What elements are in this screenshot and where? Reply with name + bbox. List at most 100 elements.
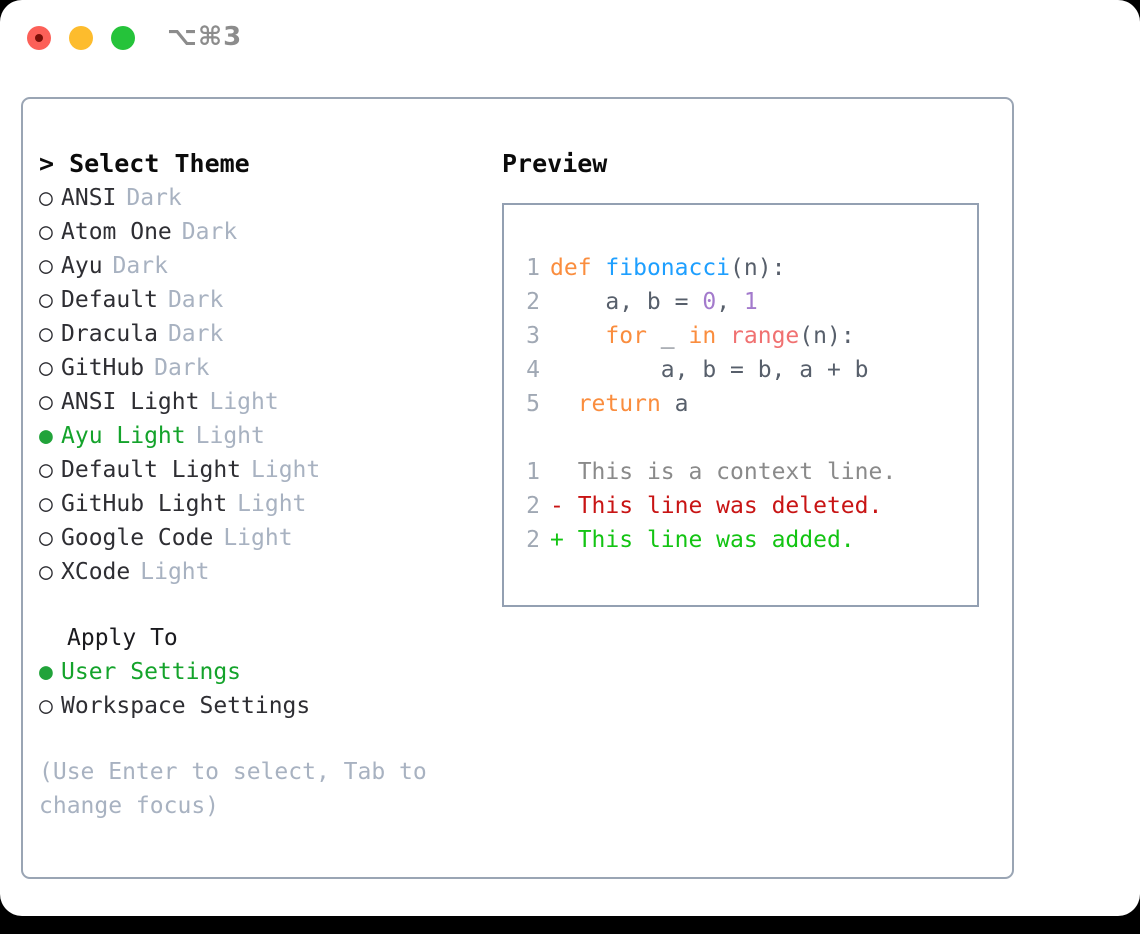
theme-option-variant-tag: Dark: [167, 321, 224, 347]
diff-line-content: This is a context line.: [563, 459, 897, 485]
radio-unselected-icon: ○: [39, 355, 53, 381]
theme-option-variant-tag: Dark: [112, 253, 168, 279]
radio-unselected-icon: ○: [39, 559, 53, 585]
code-token-fn: fibonacci: [605, 255, 731, 281]
minimize-button-icon[interactable]: [69, 26, 93, 50]
select-theme-heading: > Select Theme: [39, 149, 250, 178]
apply-to-option-user-settings[interactable]: ●User Settings: [39, 655, 489, 689]
theme-option-label: GitHub Light: [61, 491, 228, 517]
code-token-plain: ,: [716, 289, 744, 315]
title-bar: ⌥⌘3: [0, 0, 1140, 78]
keyboard-shortcut-label: ⌥⌘3: [167, 22, 243, 52]
code-line-content: a, b = 0, 1: [550, 285, 758, 319]
theme-option-label: Ayu: [61, 253, 103, 279]
theme-option-label: Default Light: [61, 457, 242, 483]
apply-to-option-workspace-settings[interactable]: ○Workspace Settings: [39, 689, 489, 723]
diff-line-number: 1: [526, 459, 540, 485]
close-button-icon[interactable]: [27, 26, 51, 50]
radio-unselected-icon: ○: [39, 457, 53, 483]
theme-option-label: GitHub: [61, 355, 145, 381]
code-line-number: 4: [526, 357, 540, 383]
theme-option-variant-tag: Dark: [126, 185, 182, 211]
theme-option-variant-tag: Dark: [167, 287, 224, 313]
theme-option-label: Dracula: [61, 321, 158, 347]
apply-to-option-list[interactable]: ●User Settings○Workspace Settings: [39, 655, 489, 723]
diff-line: 2- This line was deleted.: [504, 489, 977, 523]
theme-option-default-light[interactable]: ○ Default Light Light: [39, 453, 489, 487]
theme-option-label: Ayu Light: [61, 423, 186, 449]
code-line-content: return a: [550, 387, 689, 421]
code-line-content: a, b = b, a + b: [550, 353, 869, 387]
code-token-kw: in: [688, 323, 717, 349]
theme-option-xcode[interactable]: ○ XCode Light: [39, 555, 489, 589]
theme-option-variant-tag: Light: [140, 559, 210, 585]
diff-line-content: This line was added.: [563, 527, 855, 553]
code-token-kw: def: [550, 255, 592, 281]
spacer: [39, 723, 489, 755]
diff-line: 2+ This line was added.: [504, 523, 977, 557]
code-token-plain: _: [646, 323, 689, 349]
theme-option-variant-tag: Light: [237, 491, 307, 517]
code-token-plain: a, b =: [550, 289, 703, 315]
code-token-plain: [716, 323, 730, 349]
theme-option-variant-tag: Light: [223, 525, 293, 551]
code-token-plain: a, b = b, a + b: [550, 357, 869, 383]
radio-unselected-icon: ○: [39, 185, 53, 211]
code-line-content: def fibonacci(n):: [550, 251, 785, 285]
spacer: [504, 421, 977, 455]
code-line-number: 1: [526, 255, 540, 281]
code-token-kw: for: [605, 323, 647, 349]
diff-line-number: 2: [526, 493, 540, 519]
code-token-plain: [550, 323, 605, 349]
radio-unselected-icon: ○: [39, 525, 53, 551]
theme-option-variant-tag: Dark: [154, 355, 210, 381]
code-token-num: 1: [743, 289, 758, 315]
radio-unselected-icon: ○: [39, 253, 53, 279]
window-controls: [27, 26, 135, 50]
theme-option-variant-tag: Light: [251, 457, 321, 483]
keyboard-hint-text: (Use Enter to select, Tab to change focu…: [39, 759, 441, 819]
diff-marker-add: +: [550, 527, 564, 553]
theme-option-label: XCode: [61, 559, 131, 585]
code-line: 4 a, b = b, a + b: [504, 353, 977, 387]
radio-unselected-icon: ○: [39, 491, 53, 517]
radio-selected-icon: ●: [39, 423, 53, 449]
code-token-bi: range: [730, 323, 800, 349]
code-line: 3 for _ in range(n):: [504, 319, 977, 353]
code-line-number: 5: [526, 391, 540, 417]
diff-sample: 1 This is a context line.2- This line wa…: [504, 455, 977, 557]
theme-option-github-light[interactable]: ○ GitHub Light Light: [39, 487, 489, 521]
apply-to-option-label: Workspace Settings: [61, 693, 311, 719]
theme-option-ayu[interactable]: ○ Ayu Dark: [39, 249, 489, 283]
theme-option-label: Default: [61, 287, 158, 313]
code-line: 2 a, b = 0, 1: [504, 285, 977, 319]
spacer: [39, 589, 489, 621]
diff-marker-ctx: [550, 455, 564, 489]
maximize-button-icon[interactable]: [111, 26, 135, 50]
apply-to-option-label: User Settings: [61, 659, 242, 685]
theme-option-label: ANSI Light: [61, 389, 200, 415]
code-token-num: 0: [702, 289, 717, 315]
code-line-number: 2: [526, 289, 540, 315]
diff-line: 1 This is a context line.: [504, 455, 977, 489]
code-line: 1 def fibonacci(n):: [504, 251, 977, 285]
apply-to-heading: Apply To: [67, 625, 178, 651]
code-token-kw: return: [577, 391, 661, 417]
theme-option-variant-tag: Dark: [181, 219, 238, 245]
theme-option-github[interactable]: ○ GitHub Dark: [39, 351, 489, 385]
theme-option-label: Atom One: [61, 219, 172, 245]
